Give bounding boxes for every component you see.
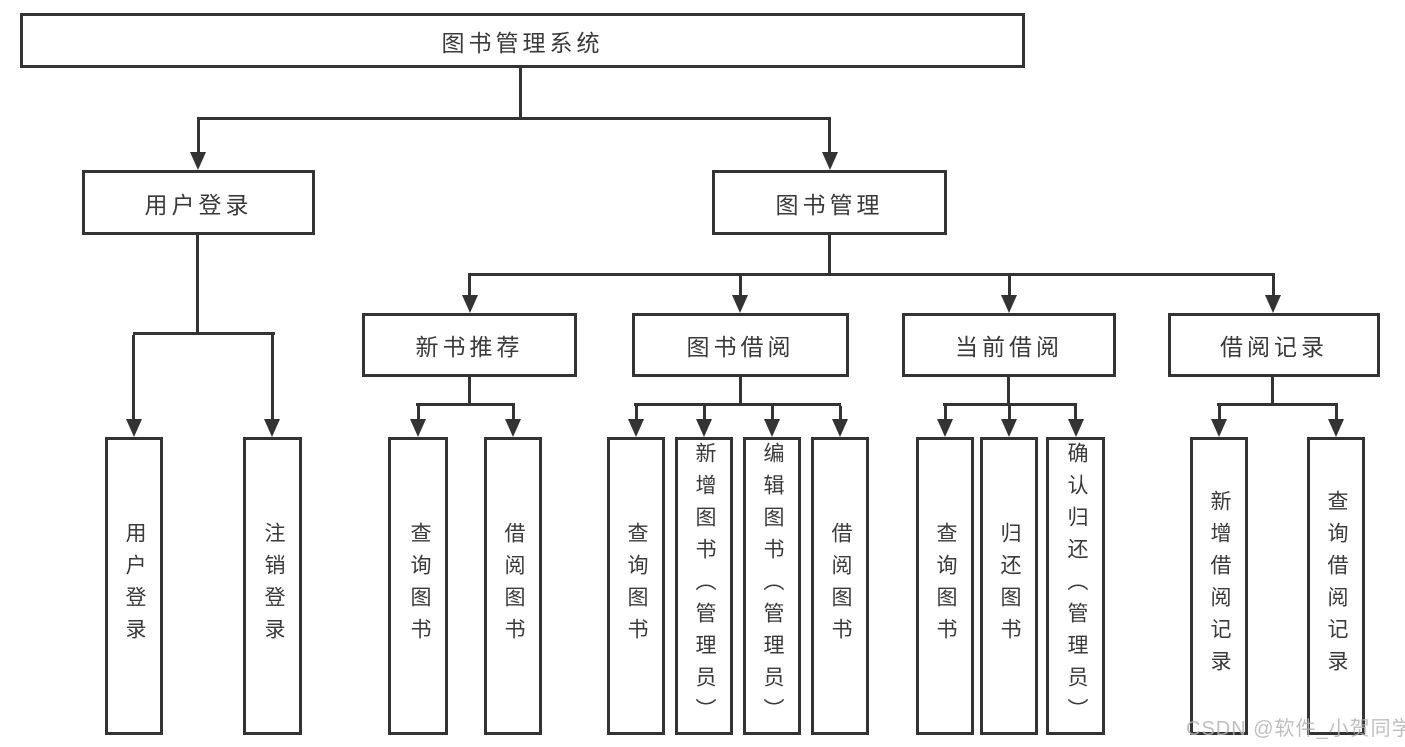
node-leaf-query-books-current: 查询图书 xyxy=(916,437,974,735)
arrow-down-icon xyxy=(505,419,521,437)
arrow-down-icon xyxy=(1068,419,1084,437)
edge-line xyxy=(1272,276,1275,295)
node-leaf-return-books: 归还图书 xyxy=(980,437,1038,735)
edge-line xyxy=(417,406,420,419)
arrow-down-icon xyxy=(1328,419,1344,437)
edge-line xyxy=(519,68,522,120)
arrow-down-icon xyxy=(1265,295,1281,313)
node-leaf-add-borrow-record: 新增借阅记录 xyxy=(1190,437,1248,735)
edge-line xyxy=(197,117,831,120)
arrow-down-icon xyxy=(190,152,206,170)
node-leaf-borrow-books-recommend: 借阅图书 xyxy=(484,437,542,735)
arrow-down-icon xyxy=(696,419,712,437)
edge-line xyxy=(468,377,471,406)
arrow-down-icon xyxy=(1211,419,1227,437)
node-leaf-borrow-books: 借阅图书 xyxy=(811,437,869,735)
arrow-down-icon xyxy=(832,419,848,437)
node-leaf-query-books-recommend: 查询图书 xyxy=(388,437,448,735)
edge-line xyxy=(1008,406,1011,419)
edge-line xyxy=(1218,406,1221,419)
node-book-management: 图书管理 xyxy=(712,170,947,235)
edge-line xyxy=(635,406,638,419)
edge-line xyxy=(944,406,947,419)
arrow-down-icon xyxy=(732,295,748,313)
edge-line xyxy=(133,332,275,335)
edge-line xyxy=(196,235,199,335)
edge-line xyxy=(197,120,200,153)
arrow-down-icon xyxy=(764,419,780,437)
edge-line xyxy=(771,406,774,419)
arrow-down-icon xyxy=(462,295,478,313)
edge-line xyxy=(132,335,135,419)
node-current-borrowing: 当前借阅 xyxy=(902,313,1116,377)
node-borrowing-records: 借阅记录 xyxy=(1168,313,1380,377)
arrow-down-icon xyxy=(410,419,426,437)
node-root: 图书管理系统 xyxy=(20,13,1025,68)
node-new-book-recommend: 新书推荐 xyxy=(362,313,577,377)
arrow-down-icon xyxy=(126,419,142,437)
edge-line xyxy=(468,273,1275,276)
arrow-down-icon xyxy=(264,419,280,437)
arrow-down-icon xyxy=(937,419,953,437)
node-book-borrowing: 图书借阅 xyxy=(632,313,849,377)
edge-line xyxy=(416,403,515,406)
arrow-down-icon xyxy=(628,419,644,437)
edge-line xyxy=(828,235,831,276)
edge-line xyxy=(943,403,1077,406)
node-leaf-query-borrow-record: 查询借阅记录 xyxy=(1307,437,1365,735)
node-leaf-logout: 注销登录 xyxy=(243,437,302,735)
edge-line xyxy=(1217,403,1338,406)
arrow-down-icon xyxy=(1001,419,1017,437)
node-user-login: 用户登录 xyxy=(82,170,315,235)
watermark: CSDN @软件_小贺同学 xyxy=(1186,718,1405,740)
edge-line xyxy=(739,377,742,406)
node-leaf-edit-books-admin: 编辑图书（管理员） xyxy=(743,437,801,735)
edge-line xyxy=(512,406,515,419)
edge-line xyxy=(1007,377,1010,406)
node-leaf-query-books-borrow: 查询图书 xyxy=(607,437,665,735)
node-leaf-confirm-return-admin: 确认归还（管理员） xyxy=(1046,437,1105,735)
edge-line xyxy=(271,335,274,419)
edge-line xyxy=(703,406,706,419)
edge-line xyxy=(828,120,831,153)
edge-line xyxy=(1271,377,1274,406)
edge-line xyxy=(634,403,841,406)
node-leaf-user-login: 用户登录 xyxy=(105,437,163,735)
edge-line xyxy=(1335,406,1338,419)
edge-line xyxy=(1008,276,1011,295)
arrow-down-icon xyxy=(1001,295,1017,313)
edge-line xyxy=(468,276,471,295)
arrow-down-icon xyxy=(822,152,838,170)
edge-line xyxy=(1074,406,1077,419)
node-leaf-add-books-admin: 新增图书（管理员） xyxy=(675,437,733,735)
edge-line xyxy=(839,406,842,419)
edge-line xyxy=(739,276,742,295)
